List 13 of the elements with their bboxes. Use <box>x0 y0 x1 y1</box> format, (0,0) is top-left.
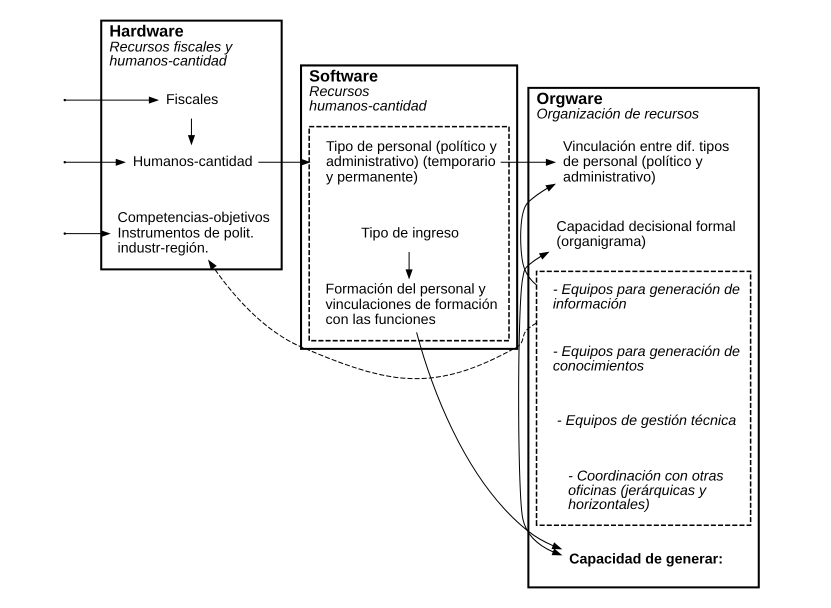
node-text: - Coordinación con otras oficinas (jerárquicas y horizontales) <box>568 468 724 514</box>
node-text: Fiscales <box>166 92 218 108</box>
node-text: Tipo de ingreso <box>361 225 459 242</box>
node-text: Vinculación entre dif. tipos de personal (político y administrativo) <box>563 138 730 186</box>
node-text: - Equipos de gestión técnica <box>556 413 736 430</box>
node-text: Tipo de personal (político y administrativo) (temporario y permanente) <box>326 138 497 186</box>
node-text: - Equipos para generación de información <box>552 282 740 312</box>
node-text: - Equipos para generación de conocimientos <box>552 344 740 374</box>
node-text: Competencias-objetivos Instrumentos de polit. industr-región. <box>118 210 270 257</box>
node-text: Capacidad decisional formal (organigrama) <box>556 218 736 250</box>
node-text: Formación del personal y vinculaciones de formación con las funciones <box>326 282 498 328</box>
node-text: Capacidad de generar: <box>569 552 723 568</box>
node-text: Humanos-cantidad <box>132 154 253 170</box>
